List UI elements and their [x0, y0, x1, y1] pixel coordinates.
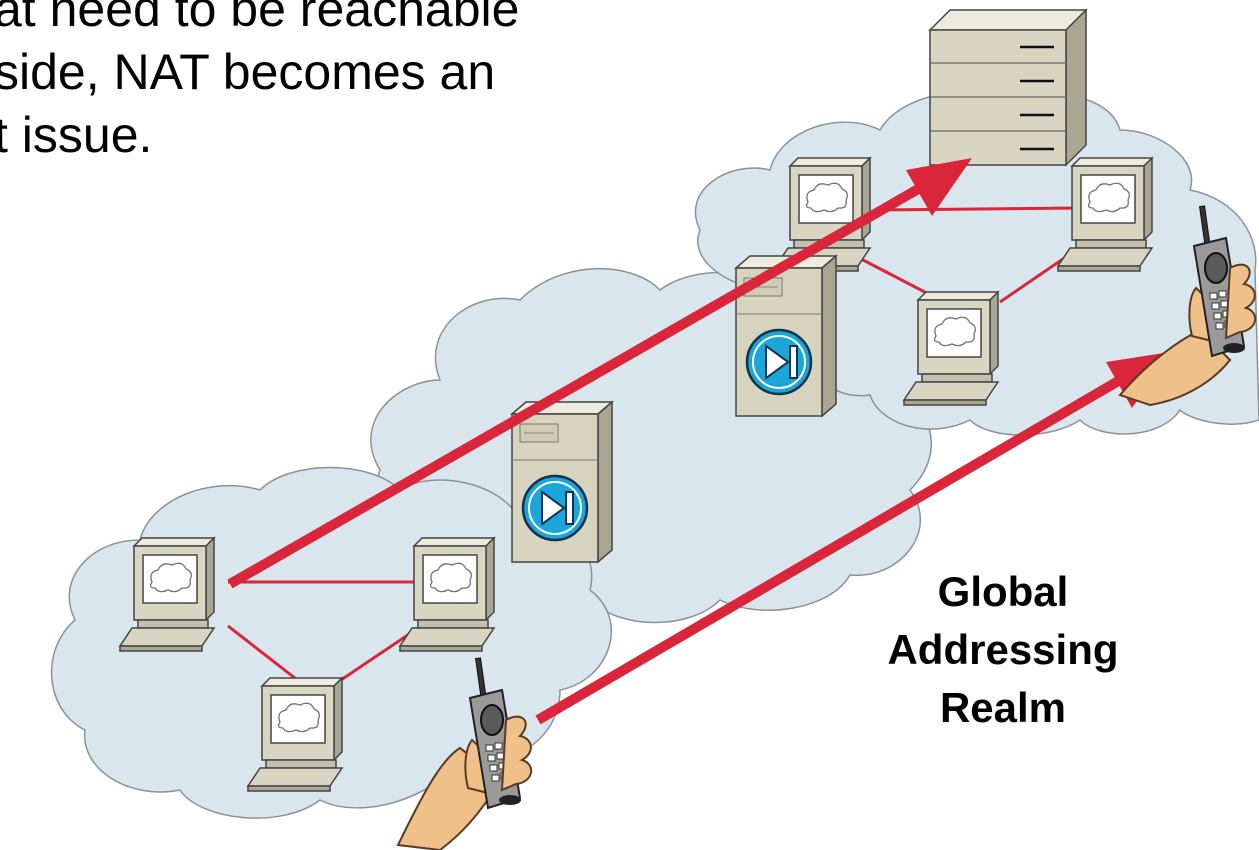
- bottom-computer-icon: [247, 677, 343, 792]
- heading-line-2: side, NAT becomes an: [0, 44, 496, 100]
- heading-text: at need to be reachable side, NAT become…: [0, 0, 519, 167]
- server-icon: [928, 8, 1088, 167]
- realm-label-line-2: Addressing: [887, 626, 1119, 673]
- right-bottom-computer-icon: [903, 291, 999, 406]
- heading-line-3: t issue.: [0, 107, 153, 163]
- right-link-top: [877, 206, 1081, 212]
- global-addressing-realm-label: Global Addressing Realm: [838, 563, 1168, 737]
- realm-label-line-1: Global: [937, 568, 1069, 615]
- nat-router-left-icon: [510, 400, 614, 564]
- heading-line-1: at need to be reachable: [0, 0, 520, 37]
- left-link-left: [227, 624, 301, 684]
- right-top-right-computer-icon: [1057, 157, 1153, 272]
- realm-label-line-3: Realm: [939, 684, 1067, 731]
- arrow-icon: [227, 158, 972, 589]
- left-computer-icon: [119, 537, 215, 652]
- middle-computer-icon: [399, 537, 495, 652]
- right-top-left-computer-icon: [775, 157, 871, 272]
